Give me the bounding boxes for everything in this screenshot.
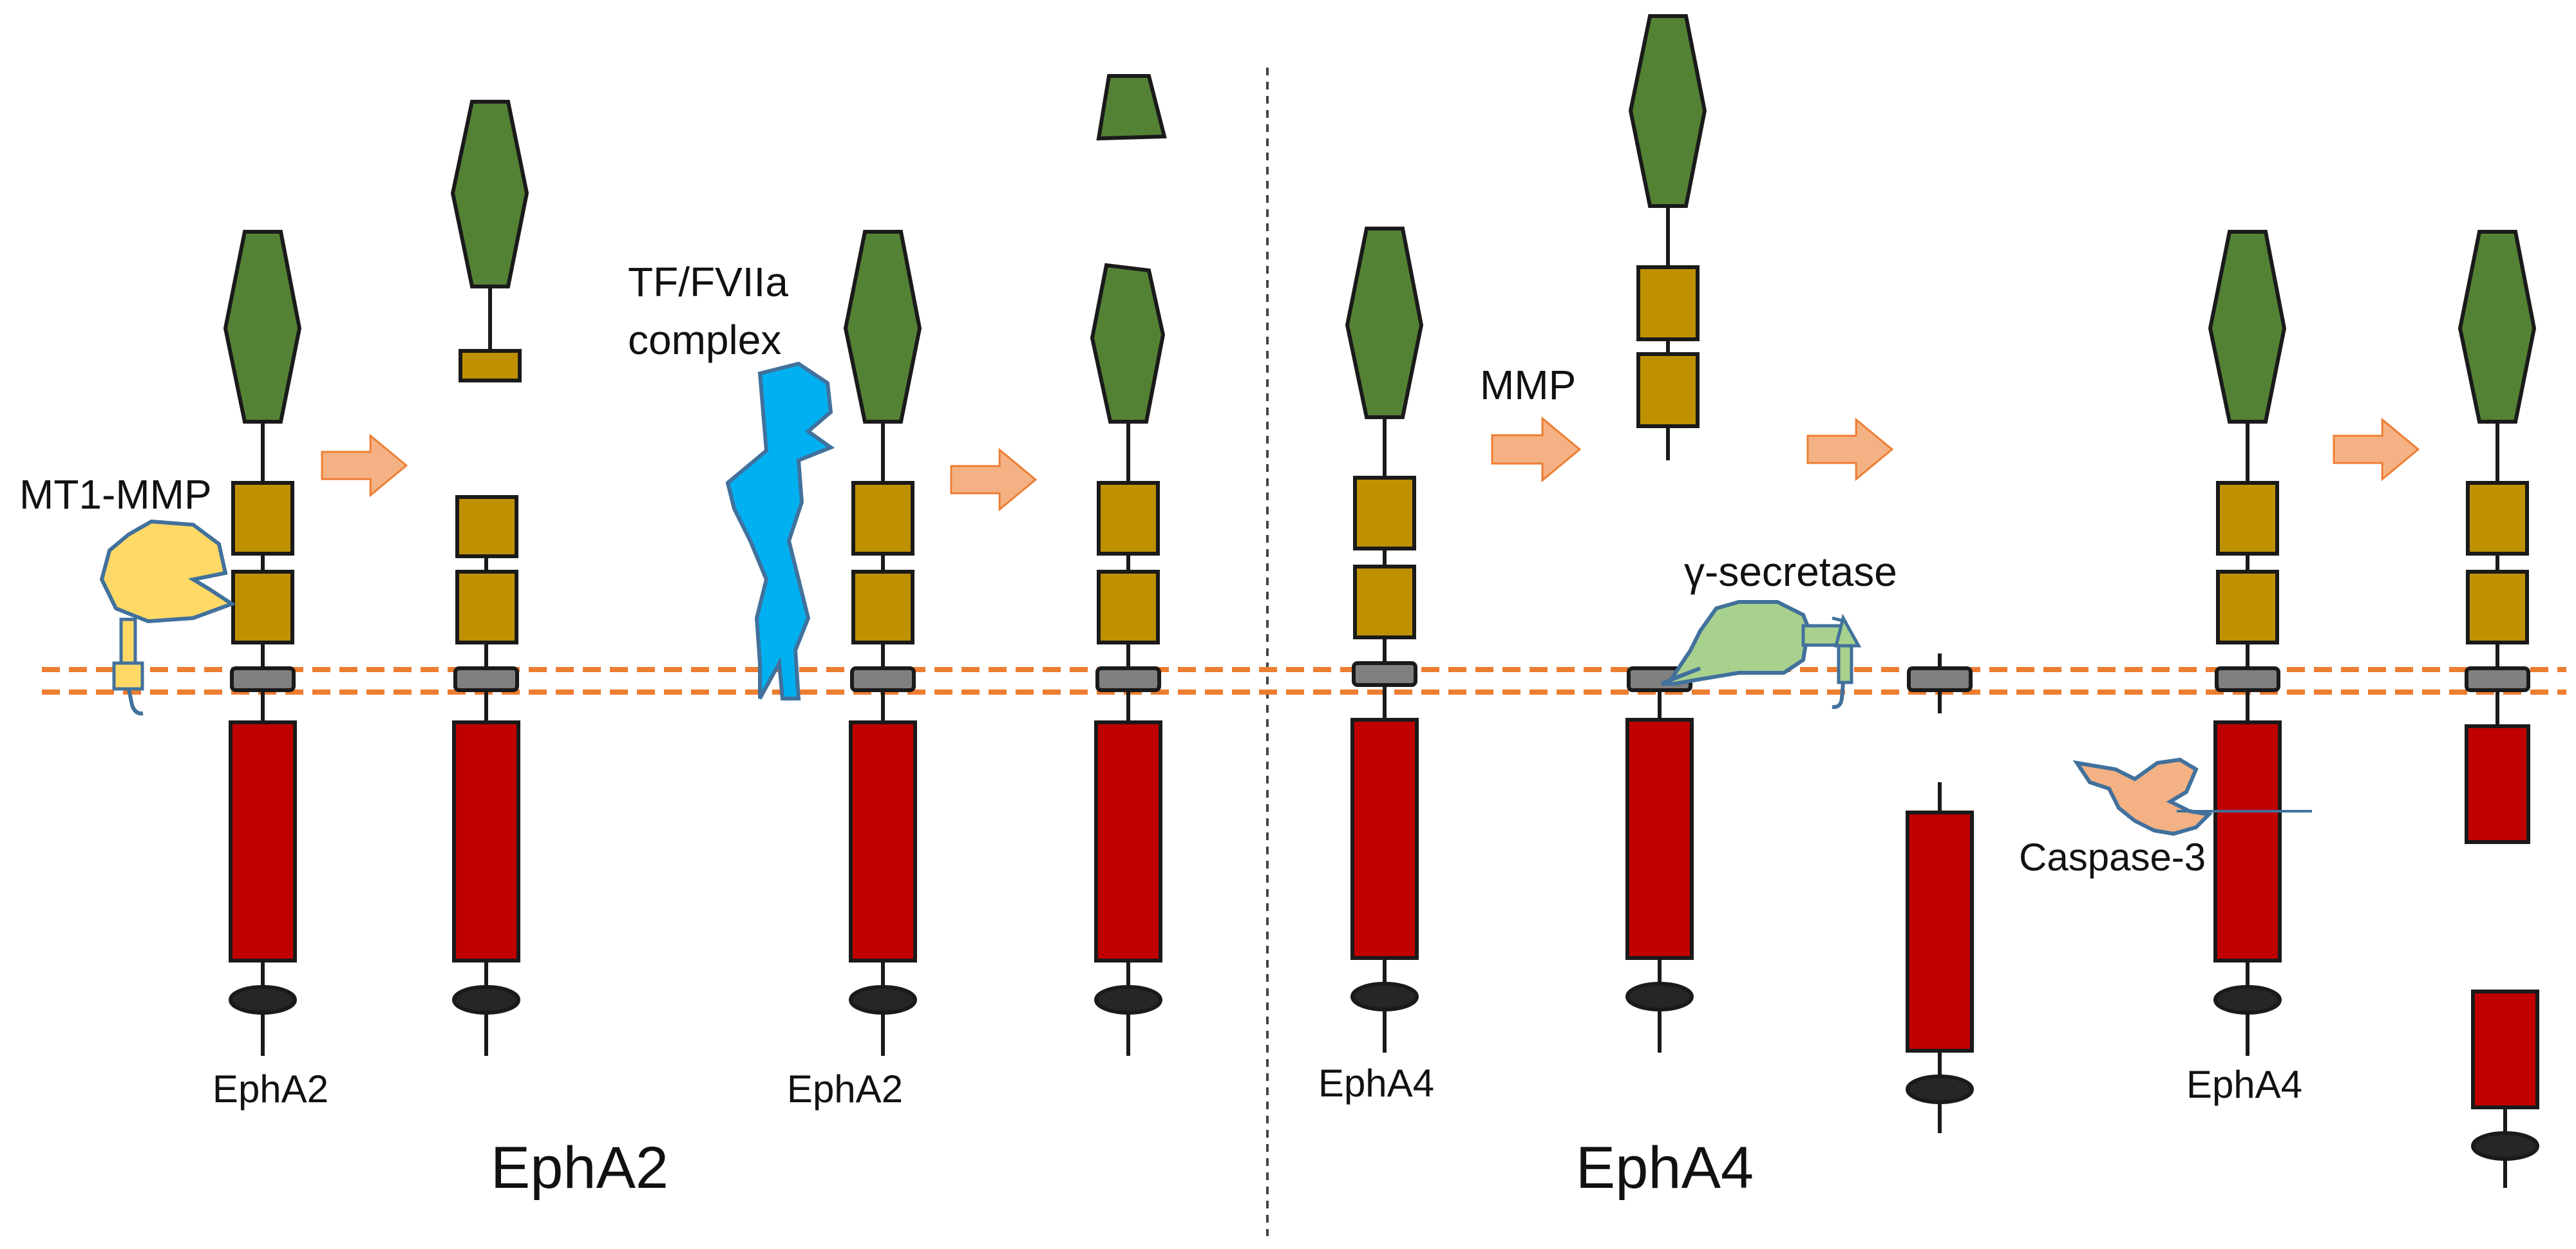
fibronectin-domain	[231, 481, 294, 556]
tf-fviia-label-line1: TF/FVIIa	[628, 259, 788, 305]
mt1-mmp-label: MT1-MMP	[19, 471, 212, 518]
fibronectin-domain	[1097, 481, 1160, 556]
ligand-binding-domain	[1345, 227, 1424, 419]
fibronectin-domain-fragment	[459, 349, 522, 382]
arrow-icon	[2333, 418, 2420, 481]
epha2-receptor-label: EphA2	[787, 1067, 903, 1111]
sam-domain	[1625, 982, 1694, 1011]
epha2-section-title: EphA2	[491, 1135, 668, 1201]
caspase3-enzyme	[2072, 757, 2312, 836]
gamma-secretase-label: γ-secretase	[1684, 549, 1897, 595]
epha4-receptor-intact	[1345, 227, 1424, 1053]
caspase3-label: Caspase-3	[2019, 836, 2206, 879]
sam-domain	[2213, 985, 2282, 1015]
plasma-membrane	[42, 667, 2566, 695]
fibronectin-domain	[851, 570, 914, 644]
kinase-domain	[2213, 720, 2282, 963]
ligand-binding-domain-remnant	[1090, 263, 1166, 424]
epha2-membrane-remnant	[452, 495, 520, 1056]
epha4-receptor-label: EphA4	[1318, 1062, 1434, 1105]
kinase-domain	[1350, 718, 1419, 960]
transmembrane-segment	[1907, 666, 1973, 692]
ligand-binding-domain	[2208, 230, 2287, 424]
epha4-receptor-intact	[2208, 230, 2287, 1056]
epha2-receptor-intact	[223, 230, 302, 1056]
fibronectin-domain	[2466, 481, 2529, 556]
kinase-domain-fragment	[2471, 990, 2539, 1109]
kinase-domain	[1625, 718, 1694, 960]
fibronectin-domain	[1353, 565, 1416, 639]
transmembrane-segment	[2465, 666, 2530, 692]
tf-fviia-complex	[725, 361, 835, 700]
transmembrane-segment	[2215, 666, 2280, 692]
tf-fviia-label-line2: complex	[628, 317, 781, 363]
arrow-icon	[321, 434, 408, 497]
epha4-receptor-label: EphA4	[2186, 1063, 2302, 1106]
kinase-domain-fragment	[2465, 724, 2530, 844]
fibronectin-domain	[851, 481, 914, 556]
kinase-domain	[452, 720, 520, 963]
kinase-domain	[849, 720, 917, 963]
sam-domain	[229, 985, 297, 1015]
epha4-intracellular-domain	[1906, 782, 1974, 1133]
epha4-caspase-cleaved	[2458, 230, 2537, 844]
ligand-binding-domain	[1628, 14, 1707, 208]
ligand-binding-domain	[223, 230, 302, 424]
mmp-label: MMP	[1480, 362, 1576, 408]
epha2-receptor-label: EphA2	[213, 1067, 328, 1111]
sam-domain	[1350, 982, 1419, 1011]
epha4-gamma-cleaved	[1907, 653, 1973, 713]
transmembrane-segment	[230, 666, 296, 692]
ligand-binding-domain	[2458, 230, 2537, 424]
fibronectin-domain	[231, 570, 294, 644]
fibronectin-domain	[455, 495, 518, 558]
epha4-released-c-terminal	[2471, 990, 2539, 1188]
kinase-domain	[1094, 720, 1162, 963]
fibronectin-domain	[2216, 481, 2279, 556]
kinase-domain	[229, 720, 297, 963]
gamma-secretase-enzyme	[1660, 600, 1862, 709]
ligand-binding-domain	[843, 230, 922, 424]
epha4-membrane-stub	[1625, 666, 1694, 1053]
fibronectin-domain	[1353, 476, 1416, 550]
ligand-binding-domain-fragment	[1096, 74, 1167, 141]
transmembrane-segment	[1352, 661, 1417, 687]
fibronectin-domain	[2216, 570, 2279, 644]
fibronectin-domain	[2466, 570, 2529, 644]
fibronectin-domain	[1636, 352, 1700, 428]
epha4-section-title: EphA4	[1576, 1135, 1754, 1201]
arrow-icon	[1806, 418, 1893, 481]
transmembrane-segment	[1095, 666, 1161, 692]
transmembrane-segment	[453, 666, 519, 692]
arrow-icon	[1491, 417, 1581, 482]
fibronectin-domain	[1636, 265, 1700, 341]
arrow-icon	[950, 448, 1037, 511]
sam-domain	[1906, 1075, 1974, 1104]
mt1-mmp-enzyme	[99, 519, 236, 716]
epha2-cleaved-by-tf-fviia	[1090, 74, 1167, 1056]
epha4-shed-ectodomain	[1628, 14, 1707, 460]
epha2-receptor-intact	[843, 230, 922, 1056]
sam-domain	[2471, 1131, 2539, 1161]
transmembrane-segment	[850, 666, 916, 692]
ligand-binding-domain	[450, 100, 529, 288]
epha2-cleaved-ectodomain	[450, 100, 529, 382]
fibronectin-domain	[1097, 570, 1160, 644]
fibronectin-domain	[455, 570, 518, 644]
kinase-domain	[1906, 811, 1974, 1053]
sam-domain	[849, 985, 917, 1015]
sam-domain	[452, 985, 520, 1015]
sam-domain	[1094, 985, 1162, 1015]
